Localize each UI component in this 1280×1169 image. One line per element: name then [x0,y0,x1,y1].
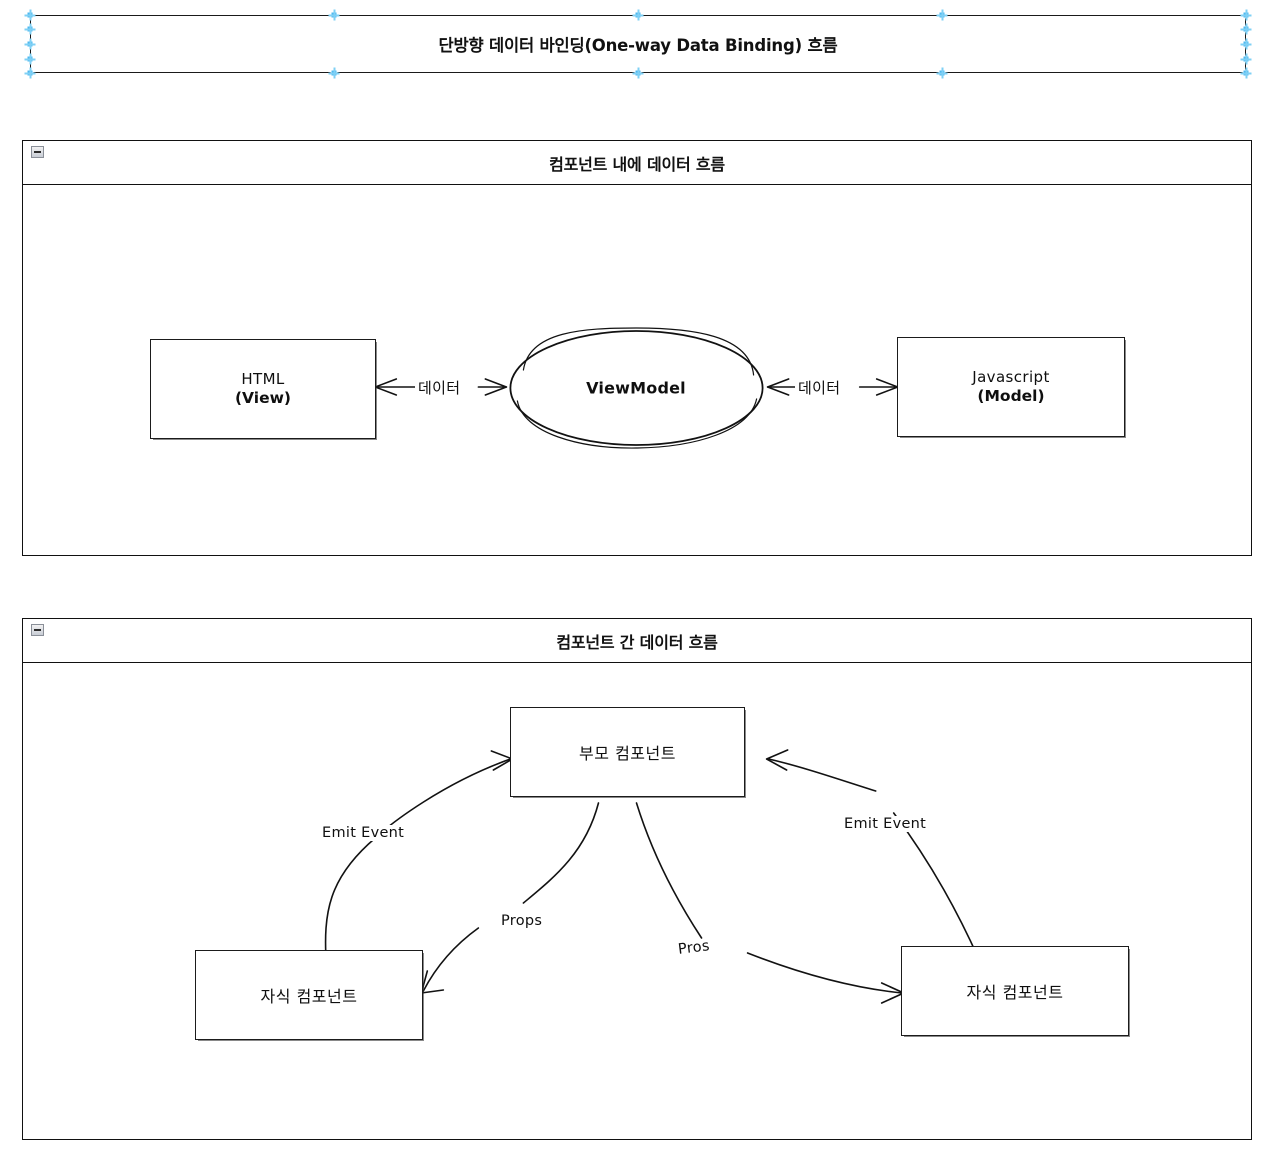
selection-handle-sw[interactable] [24,67,36,79]
selection-handle-se[interactable] [1240,67,1252,79]
selection-handle-n2[interactable] [936,9,948,21]
node-html-view-line2: (View) [234,388,292,407]
edge-label-viewmodel-model: 데이터 [795,377,844,398]
edge-label-emit-event-left: Emit Event [319,825,408,841]
panel-title-inner: 컴포넌트 내에 데이터 흐름 [549,154,725,174]
edge-label-view-viewmodel: 데이터 [415,377,464,398]
diagram-title-box[interactable]: 단방향 데이터 바인딩(One-way Data Binding) 흐름 [30,15,1246,73]
selection-handle-w[interactable] [24,38,36,50]
minus-icon[interactable] [31,624,44,636]
node-javascript-model[interactable]: Javascript (Model) [897,337,1125,437]
panel-component-between-flow: 컴포넌트 간 데이터 흐름 [22,618,1252,1140]
node-javascript-line1: Javascript [972,367,1050,386]
selection-handle-n1[interactable] [328,9,340,21]
edge-label-props-right: Pros [674,937,714,959]
selection-handle-w2[interactable] [24,53,36,65]
node-html-view[interactable]: HTML (View) [150,339,376,439]
node-child-component-right-label: 자식 컴포넌트 [966,983,1064,1002]
edge-label-emit-event-right: Emit Event [841,816,930,832]
node-html-view-line1: HTML [241,369,285,388]
node-parent-component-label: 부모 컴포넌트 [579,744,676,763]
minus-icon[interactable] [31,146,44,158]
selection-handle-e[interactable] [1240,38,1252,50]
node-child-component-left-label: 자식 컴포넌트 [260,987,358,1006]
page-title: 단방향 데이터 바인딩(One-way Data Binding) 흐름 [438,36,838,55]
selection-handle-nw[interactable] [24,9,36,21]
panel-body-between: 부모 컴포넌트 자식 컴포넌트 자식 컴포넌트 Emit Event Props… [23,663,1251,1139]
node-javascript-line2: (Model) [977,386,1045,405]
selection-handle-s2[interactable] [936,67,948,79]
panel-component-inner-flow: 컴포넌트 내에 데이터 흐름 ViewModel : left arrowhea… [22,140,1252,556]
selection-handle-n[interactable] [632,9,644,21]
panel-header-inner: 컴포넌트 내에 데이터 흐름 [23,141,1251,185]
panel-header-between: 컴포넌트 간 데이터 흐름 [23,619,1251,663]
node-parent-component[interactable]: 부모 컴포넌트 [510,707,745,797]
panel-body-inner: ViewModel : left arrowhead at box, right… [23,185,1251,555]
selection-handle-w1[interactable] [24,23,36,35]
selection-handle-s[interactable] [632,67,644,79]
selection-handle-s1[interactable] [328,67,340,79]
node-viewmodel-label[interactable]: ViewModel [586,378,686,398]
node-child-component-left[interactable]: 자식 컴포넌트 [195,950,423,1040]
selection-handle-e2[interactable] [1240,53,1252,65]
node-child-component-right[interactable]: 자식 컴포넌트 [901,946,1129,1036]
selection-handle-e1[interactable] [1240,23,1252,35]
edge-label-props-left: Props [498,913,546,929]
panel-title-between: 컴포넌트 간 데이터 흐름 [556,632,718,652]
selection-handle-ne[interactable] [1240,9,1252,21]
